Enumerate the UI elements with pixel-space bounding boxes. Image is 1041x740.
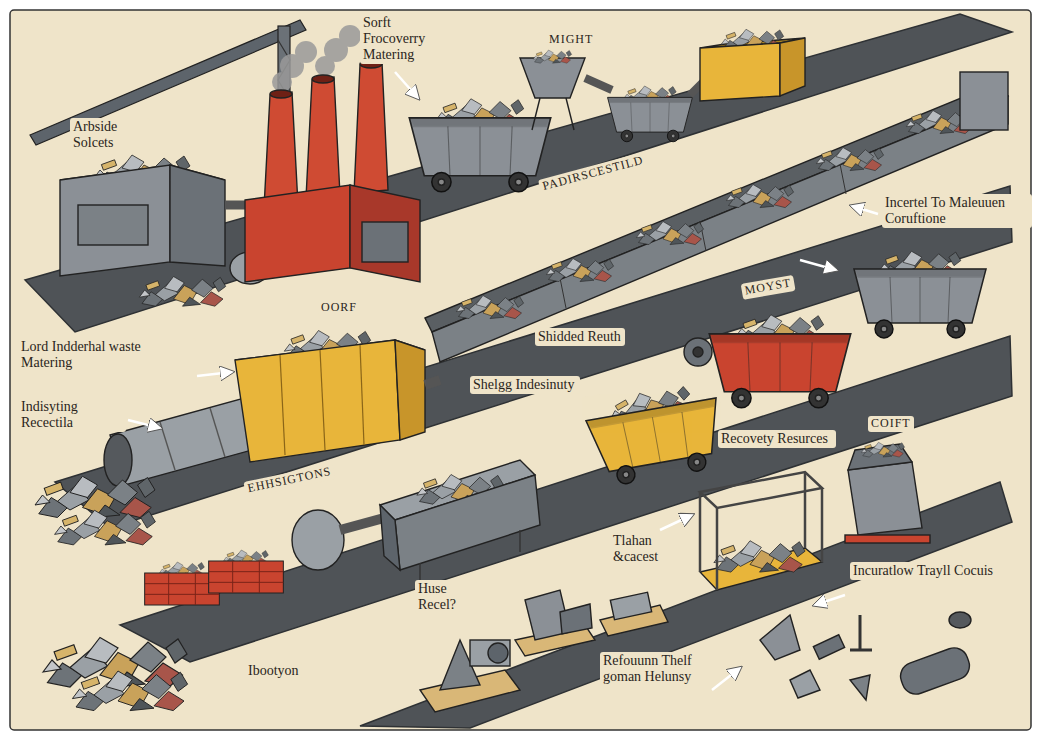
callout-label: Huse Recel? (415, 580, 477, 614)
background (10, 10, 1031, 730)
callout-label: Ibootyon (245, 662, 302, 680)
callout-label: MOYST (741, 275, 796, 300)
callout-label: COIFT (868, 416, 914, 432)
callout-label: Recovety Resurces (718, 430, 836, 448)
processing-row (145, 442, 930, 605)
callout-label: Indisyting Recectila (18, 398, 126, 432)
callout-label: Tlahan &cacest (610, 532, 690, 566)
callout-label: Shidded Reuth (535, 328, 625, 346)
callout-label: MIGHT (546, 32, 596, 48)
callout-label: OORF (318, 300, 360, 316)
recovered-parts (43, 590, 973, 712)
shredder-machine (60, 155, 270, 306)
callout-label: Incuratlow Trayll Cocuis (850, 562, 1000, 580)
callout-label: Arbside Solcets (70, 118, 150, 152)
callout-label: EHHSIGTONS (243, 463, 335, 497)
callout-label: Sorft Frocoverry Matering (360, 14, 455, 64)
callout-label: Refouunn Thelf goman Helunsy (600, 652, 700, 686)
callout-label: PADIRSCESTILD (538, 152, 648, 196)
leader-arrows (128, 72, 878, 690)
callout-label: Shelgg Indesinuty (470, 376, 580, 394)
sorting-carts (583, 251, 986, 489)
callout-label: Incertel To Maleuuen Coruftione (882, 194, 1032, 228)
callout-label: Lord Indderhal waste Matering (18, 338, 196, 372)
